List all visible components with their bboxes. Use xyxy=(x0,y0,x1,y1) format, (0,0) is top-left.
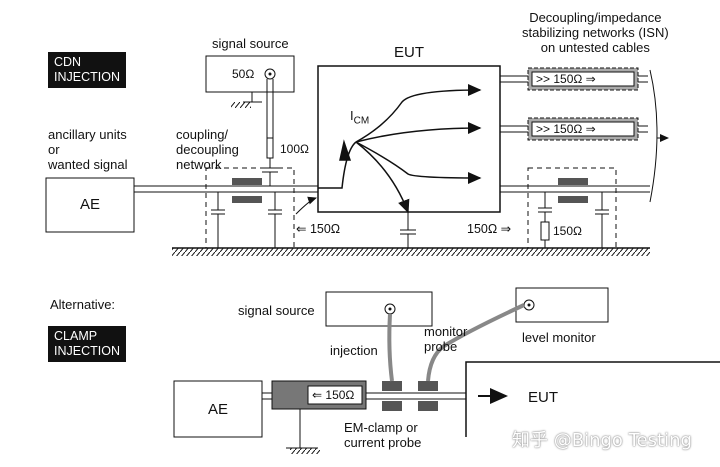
eut-label-bottom: EUT xyxy=(528,389,558,406)
eut-box-top xyxy=(317,65,501,213)
cdn-injection-badge: CDN INJECTION xyxy=(48,52,126,88)
injection-label: injection xyxy=(330,343,378,358)
ancillary-label: ancillary units or wanted signal xyxy=(48,127,128,172)
injection-cable xyxy=(387,313,394,382)
signal-source-impedance-top: 50Ω xyxy=(232,67,255,81)
resistor-value-label: 100Ω xyxy=(280,142,309,156)
signal-source-label-bottom: signal source xyxy=(238,303,315,318)
cdn-capacitors xyxy=(211,192,282,248)
isn-resistor-label: 150Ω xyxy=(553,224,582,238)
ae-label-top: AE xyxy=(80,196,101,213)
signal-source-coax xyxy=(262,79,278,186)
eut-box-bottom xyxy=(465,361,720,437)
eut-label-top: EUT xyxy=(394,44,424,61)
left-impedance-label: ⇐ 150Ω xyxy=(296,222,341,236)
ae-box-top xyxy=(45,177,135,233)
right-impedance-label: 150Ω ⇒ xyxy=(467,222,512,236)
alternative-label: Alternative: xyxy=(50,297,116,312)
signal-source-box-bottom xyxy=(325,291,433,327)
isn-choke-upper xyxy=(558,178,588,185)
cdn-dashed-box xyxy=(205,167,295,249)
isn-box-text-1: >> 150Ω ⇒ xyxy=(536,72,596,86)
signal-source-box-top xyxy=(205,55,295,93)
cdn-choke-lower xyxy=(232,196,262,203)
watermark: 知乎 @Bingo Testing xyxy=(512,430,692,451)
ground-plane-top xyxy=(172,247,650,256)
monitor-cable xyxy=(426,303,525,382)
isn-label: Decoupling/impedance stabilizing network… xyxy=(522,10,669,55)
main-cable-top xyxy=(134,185,650,193)
signal-source-label-top: signal source xyxy=(212,36,289,51)
monitor-probe-label: monitor probe xyxy=(424,324,468,354)
isn-choke-lower xyxy=(558,196,588,203)
em-clamp xyxy=(382,381,402,411)
coupling-label: coupling/ decoupling network xyxy=(176,127,239,172)
ae-box-bottom xyxy=(173,380,263,438)
impedance-box-label: ⇐ 150Ω xyxy=(312,388,355,402)
isn-components xyxy=(538,192,609,248)
clamp-injection-badge: CLAMP INJECTION xyxy=(48,326,126,362)
isn-box-text-2: >> 150Ω ⇒ xyxy=(536,122,596,136)
icm-label: ICM xyxy=(350,108,370,127)
ground-bottom xyxy=(286,409,320,454)
ae-label-bottom: AE xyxy=(208,401,229,418)
cdn-choke-upper xyxy=(232,178,262,185)
isn-bracket xyxy=(649,69,658,203)
monitor-probe xyxy=(418,381,438,411)
icm-current-arrows xyxy=(318,84,482,214)
isn-dashed-box-right xyxy=(527,167,617,249)
stray-capacitance xyxy=(400,212,416,248)
signal-source-ground xyxy=(231,92,262,108)
clamp-label: EM-clamp or current probe xyxy=(344,420,422,450)
injection-arrow xyxy=(295,196,317,215)
level-monitor-label: level monitor xyxy=(522,330,596,345)
